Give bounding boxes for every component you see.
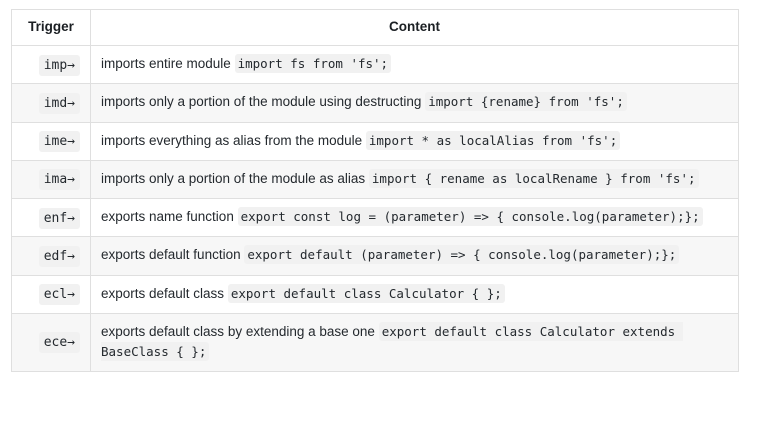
trigger-code: ecl→: [38, 284, 80, 306]
table-body: imp→ imports entire module import fs from…: [11, 45, 739, 372]
snippets-table-container: Trigger Content imp→ imports entire modul…: [11, 8, 739, 372]
table-row: ime→ imports everything as alias from the…: [11, 121, 739, 161]
trigger-cell: imp→: [11, 45, 91, 85]
content-description: imports everything as alias from the mod…: [101, 132, 366, 148]
trigger-cell: imd→: [11, 83, 91, 123]
table-header: Trigger Content: [11, 8, 739, 47]
trigger-cell: ima→: [11, 159, 91, 200]
trigger-cell: enf→: [11, 198, 91, 238]
content-description: exports default class: [101, 285, 228, 301]
column-header-trigger: Trigger: [11, 8, 91, 47]
content-cell: imports only a portion of the module usi…: [90, 83, 739, 123]
trigger-cell: ece→: [11, 312, 91, 372]
content-cell: imports only a portion of the module as …: [90, 159, 739, 200]
content-cell: imports entire module import fs from 'fs…: [90, 45, 739, 85]
column-header-content: Content: [90, 8, 739, 47]
content-code-snippet: export default (parameter) => { console.…: [244, 245, 680, 265]
table-row: imp→ imports entire module import fs from…: [11, 45, 739, 85]
trigger-cell: edf→: [11, 236, 91, 276]
trigger-code: edf→: [38, 245, 80, 267]
content-description: exports default class by extending a bas…: [101, 323, 379, 339]
trigger-cell: ime→: [11, 121, 91, 161]
content-code-snippet: import {rename} from 'fs';: [425, 92, 627, 112]
trigger-code: ima→: [38, 169, 80, 191]
trigger-code: imd→: [38, 92, 80, 114]
snippets-table: Trigger Content imp→ imports entire modul…: [11, 8, 739, 372]
table-row: ecl→ exports default class export default…: [11, 274, 739, 314]
content-cell: exports default function export default …: [90, 236, 739, 276]
content-description: imports entire module: [101, 56, 235, 72]
content-code-snippet: export const log = (parameter) => { cons…: [237, 207, 703, 227]
content-description: exports name function: [101, 209, 238, 225]
table-row: edf→ exports default function export defa…: [11, 236, 739, 276]
content-code-snippet: import fs from 'fs';: [234, 54, 392, 74]
content-description: imports only a portion of the module usi…: [101, 94, 426, 110]
content-cell: exports default class export default cla…: [90, 274, 739, 314]
table-row: enf→ exports name function export const l…: [11, 198, 739, 238]
trigger-code: ime→: [38, 131, 80, 153]
table-row: imd→ imports only a portion of the module…: [11, 83, 739, 123]
table-row: ece→ exports default class by extending a…: [11, 312, 739, 372]
content-code-snippet: import { rename as localRename } from 'f…: [368, 168, 699, 188]
content-cell: imports everything as alias from the mod…: [90, 121, 739, 161]
content-cell: exports default class by extending a bas…: [90, 312, 739, 372]
content-code-snippet: export default class Calculator { };: [227, 283, 505, 303]
content-cell: exports name function export const log =…: [90, 198, 739, 238]
content-description: imports only a portion of the module as …: [101, 170, 369, 186]
trigger-code: imp→: [38, 54, 80, 76]
trigger-code: enf→: [38, 207, 80, 229]
table-header-row: Trigger Content: [11, 8, 739, 47]
table-row: ima→ imports only a portion of the module…: [11, 159, 739, 200]
content-code-snippet: import * as localAlias from 'fs';: [365, 130, 621, 150]
content-description: exports default function: [101, 247, 245, 263]
trigger-code: ece→: [38, 332, 80, 354]
trigger-cell: ecl→: [11, 274, 91, 314]
